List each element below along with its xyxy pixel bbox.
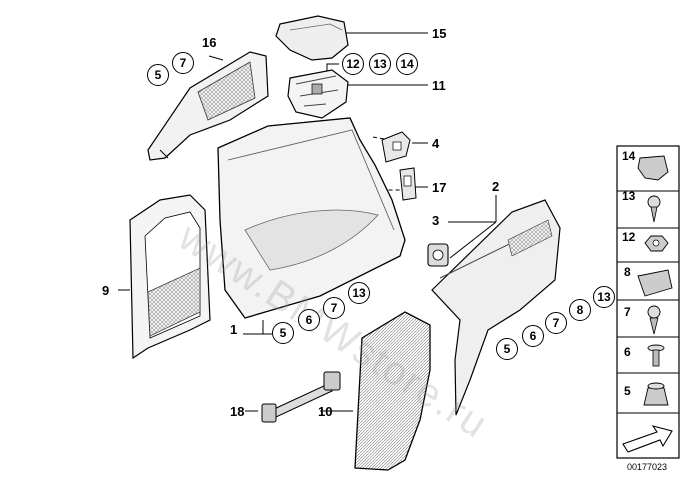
legend-label-0: 14 — [622, 149, 636, 163]
callout-4: 4 — [432, 136, 440, 151]
legend-icon-spring-clip — [637, 269, 673, 297]
legend-label-1: 13 — [622, 189, 636, 203]
callout-3: 3 — [432, 213, 440, 228]
legend-label-3: 8 — [624, 265, 631, 279]
legend-icon-arrow — [622, 425, 673, 453]
callout-10: 10 — [318, 404, 333, 419]
callout-11: 11 — [432, 78, 446, 93]
group-16-circle-0: 5 — [147, 64, 169, 86]
callout-18: 18 — [230, 404, 245, 419]
part-11-bracket — [287, 69, 349, 119]
part-16-trim — [147, 51, 269, 161]
legend-panel-frame — [616, 145, 680, 459]
legend-icon-push-pin — [647, 344, 665, 367]
legend-icon-screw — [647, 195, 661, 223]
legend-label-4: 7 — [624, 305, 631, 319]
legend-label-5: 6 — [624, 345, 631, 359]
callout-2: 2 — [492, 179, 500, 194]
part-15-cover — [275, 15, 349, 61]
group-1-circle-3: 13 — [348, 282, 370, 304]
part-2-right-panel — [431, 199, 561, 416]
group-11-circle-0: 12 — [342, 53, 364, 75]
legend-icon-clip-nut — [637, 155, 669, 181]
part-10-panel — [354, 311, 431, 471]
legend-icon-hex-nut — [644, 235, 669, 252]
document-number: 00177023 — [627, 462, 668, 472]
legend-label-2: 12 — [622, 230, 636, 244]
callout-1: 1 — [230, 322, 238, 337]
group-2-circle-4: 13 — [593, 286, 615, 308]
group-2-circle-2: 7 — [545, 312, 567, 334]
group-11-circle-2: 14 — [396, 53, 418, 75]
part-9-frame — [129, 194, 211, 360]
part-3-socket — [427, 243, 449, 267]
legend-icon-expansion-rivet — [647, 305, 661, 335]
callout-17: 17 — [432, 180, 447, 195]
group-1-circle-1: 6 — [298, 309, 320, 331]
group-1-circle-0: 5 — [272, 322, 294, 344]
part-4-clip — [381, 131, 411, 163]
callout-15: 15 — [432, 26, 447, 41]
group-11-circle-1: 13 — [369, 53, 391, 75]
part-18-strap — [261, 371, 341, 423]
group-16-circle-1: 7 — [172, 52, 194, 74]
group-2-circle-0: 5 — [496, 338, 518, 360]
group-1-circle-2: 7 — [323, 297, 345, 319]
part-1-side-panel — [217, 117, 406, 319]
callout-16: 16 — [202, 35, 217, 50]
legend-label-6: 5 — [624, 384, 631, 398]
legend-icon-nut — [643, 382, 669, 406]
part-17-clip — [399, 167, 417, 201]
group-2-circle-1: 6 — [522, 325, 544, 347]
callout-9: 9 — [102, 283, 110, 298]
group-2-circle-3: 8 — [569, 299, 591, 321]
